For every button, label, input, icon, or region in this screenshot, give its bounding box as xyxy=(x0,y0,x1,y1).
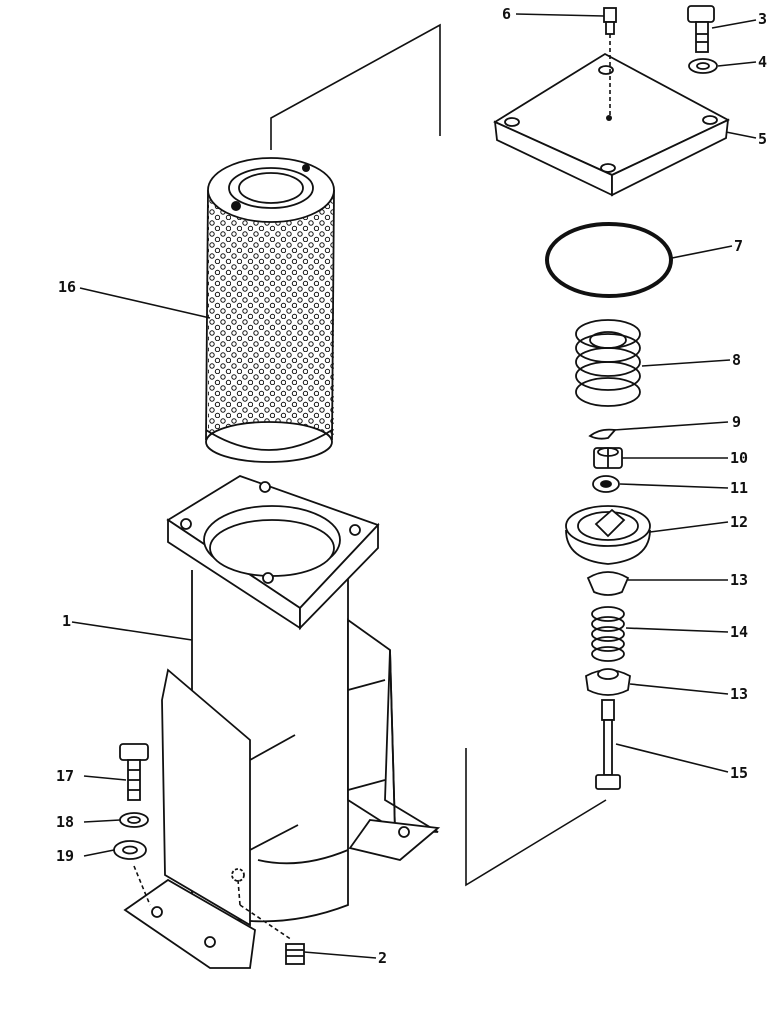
o-ring xyxy=(545,222,673,298)
cover-washer xyxy=(688,58,718,74)
callout-13-upper: 13 xyxy=(730,571,748,589)
callout-1: 1 xyxy=(62,612,71,630)
filter-element xyxy=(205,157,335,463)
callout-7: 7 xyxy=(734,237,743,255)
relief-valve xyxy=(565,505,651,565)
castle-nut xyxy=(593,447,623,469)
callout-8: 8 xyxy=(732,351,741,369)
split-pin xyxy=(588,428,617,440)
callout-16-label: 16 xyxy=(58,278,76,296)
callout-10: 10 xyxy=(730,449,748,467)
spring-washer xyxy=(119,812,149,828)
valve-spring xyxy=(591,606,625,662)
air-bleed-plug xyxy=(603,7,617,115)
leader-lines xyxy=(71,13,757,959)
cover-plate xyxy=(493,52,730,197)
flat-washer xyxy=(113,840,151,906)
callout-17: 17 xyxy=(56,767,74,785)
cover-bolt xyxy=(687,5,715,53)
relief-spring xyxy=(575,319,641,407)
callout-18: 18 xyxy=(56,813,74,831)
callout-15: 15 xyxy=(730,764,748,782)
callout-2: 2 xyxy=(378,949,387,967)
callout-labels: 6 3 4 5 7 8 9 10 11 12 13 14 13 15 15 16… xyxy=(56,5,767,967)
drain-plug xyxy=(237,879,305,965)
assembly-guide-lines xyxy=(270,23,607,887)
callout-5: 5 xyxy=(758,130,767,148)
callout-14: 14 xyxy=(730,623,748,641)
callout-3: 3 xyxy=(758,10,767,28)
callout-13-lower: 13 xyxy=(730,685,748,703)
callout-4: 4 xyxy=(758,53,767,71)
valve-stem xyxy=(595,699,621,790)
filter-case xyxy=(123,475,441,969)
nut-washer xyxy=(592,475,620,493)
callout-9: 9 xyxy=(732,413,741,431)
lower-spring-seat xyxy=(585,668,631,696)
callout-19: 19 xyxy=(56,847,74,865)
upper-spring-seat xyxy=(586,571,630,596)
mounting-bolt xyxy=(119,743,149,801)
callout-11: 11 xyxy=(730,479,748,497)
callout-6: 6 xyxy=(502,5,511,23)
callout-12: 12 xyxy=(730,513,748,531)
